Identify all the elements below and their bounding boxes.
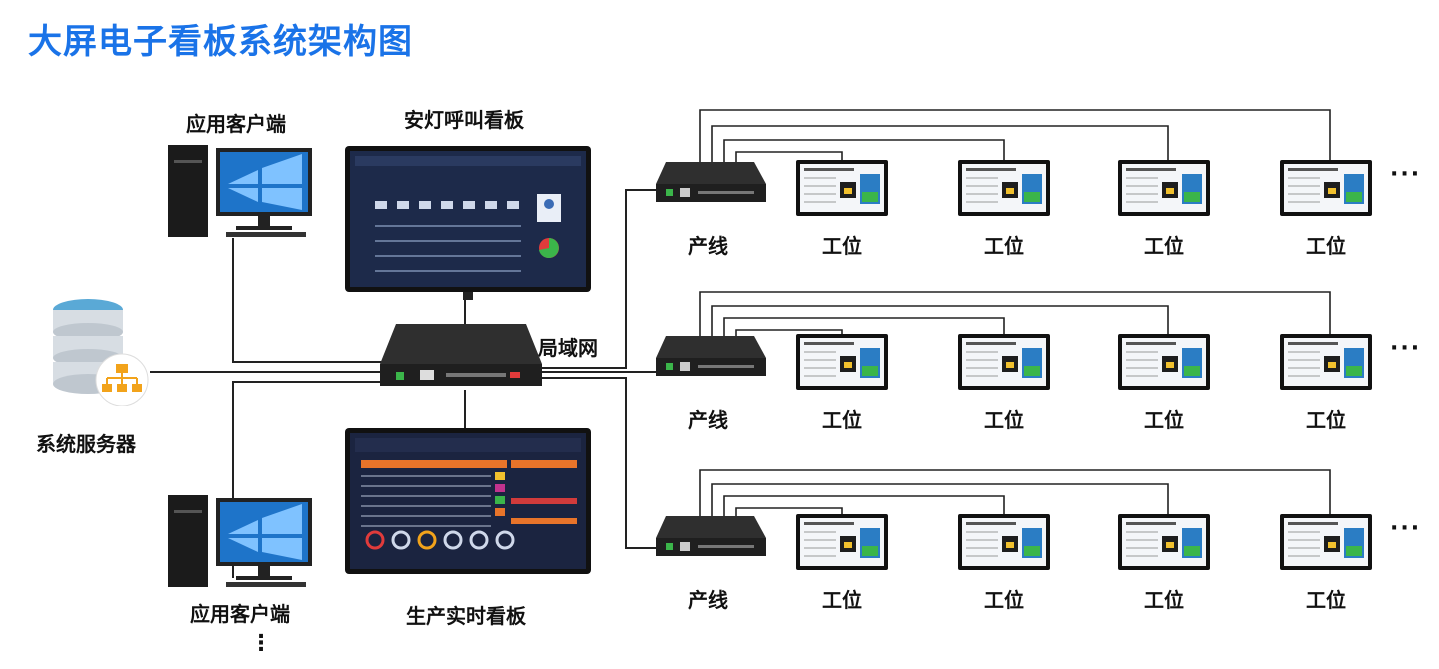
workstation-terminal-screen: [958, 160, 1050, 216]
station-label: 工位: [1306, 588, 1346, 612]
production-board-label: 生产实时看板: [406, 604, 526, 628]
lan-label: 局域网: [538, 336, 598, 360]
station-label: 工位: [984, 408, 1024, 432]
line-label: 产线: [688, 234, 728, 258]
station-label: 工位: [822, 408, 862, 432]
line-switch-icon: [656, 516, 766, 556]
station-label: 工位: [1144, 234, 1184, 258]
workstation-terminal-screen: [1118, 514, 1210, 570]
more-stations-indicator: ···: [1390, 516, 1422, 541]
more-stations-indicator: ···: [1390, 336, 1422, 361]
page-title: 大屏电子看板系统架构图: [28, 22, 413, 62]
andon-board-label: 安灯呼叫看板: [404, 108, 524, 132]
more-stations-indicator: ···: [1390, 162, 1422, 187]
station-label: 工位: [1306, 234, 1346, 258]
production-realtime-board-screen: [345, 428, 591, 574]
workstation-terminal-screen: [1280, 514, 1372, 570]
station-label: 工位: [822, 234, 862, 258]
client-pc-bottom-icon: [168, 495, 312, 587]
line-switch-icon: [656, 336, 766, 376]
workstation-terminal-screen: [958, 514, 1050, 570]
workstation-terminal-screen: [1118, 334, 1210, 390]
station-label: 工位: [1144, 588, 1184, 612]
station-label: 工位: [1306, 408, 1346, 432]
database-server-icon: [53, 299, 149, 406]
workstation-terminal-screen: [958, 334, 1050, 390]
workstation-terminal-screen: [1118, 160, 1210, 216]
lan-switch-icon: [380, 324, 542, 386]
workstation-terminal-screen: [796, 160, 888, 216]
station-label: 工位: [1144, 408, 1184, 432]
workstation-terminal-screen: [796, 514, 888, 570]
station-label: 工位: [984, 588, 1024, 612]
workstation-terminal-screen: [796, 334, 888, 390]
line-label: 产线: [688, 588, 728, 612]
client-bottom-label: 应用客户端: [190, 602, 290, 626]
workstation-terminal-screen: [1280, 334, 1372, 390]
server-label: 系统服务器: [36, 432, 136, 456]
station-label: 工位: [984, 234, 1024, 258]
line-switch-icon: [656, 162, 766, 202]
andon-call-board-screen: [345, 146, 591, 300]
workstation-terminal-screen: [1280, 160, 1372, 216]
client-pc-top-icon: [168, 145, 312, 237]
more-clients-indicator: ⋮: [250, 631, 272, 656]
client-top-label: 应用客户端: [186, 112, 286, 136]
line-label: 产线: [688, 408, 728, 432]
station-label: 工位: [822, 588, 862, 612]
